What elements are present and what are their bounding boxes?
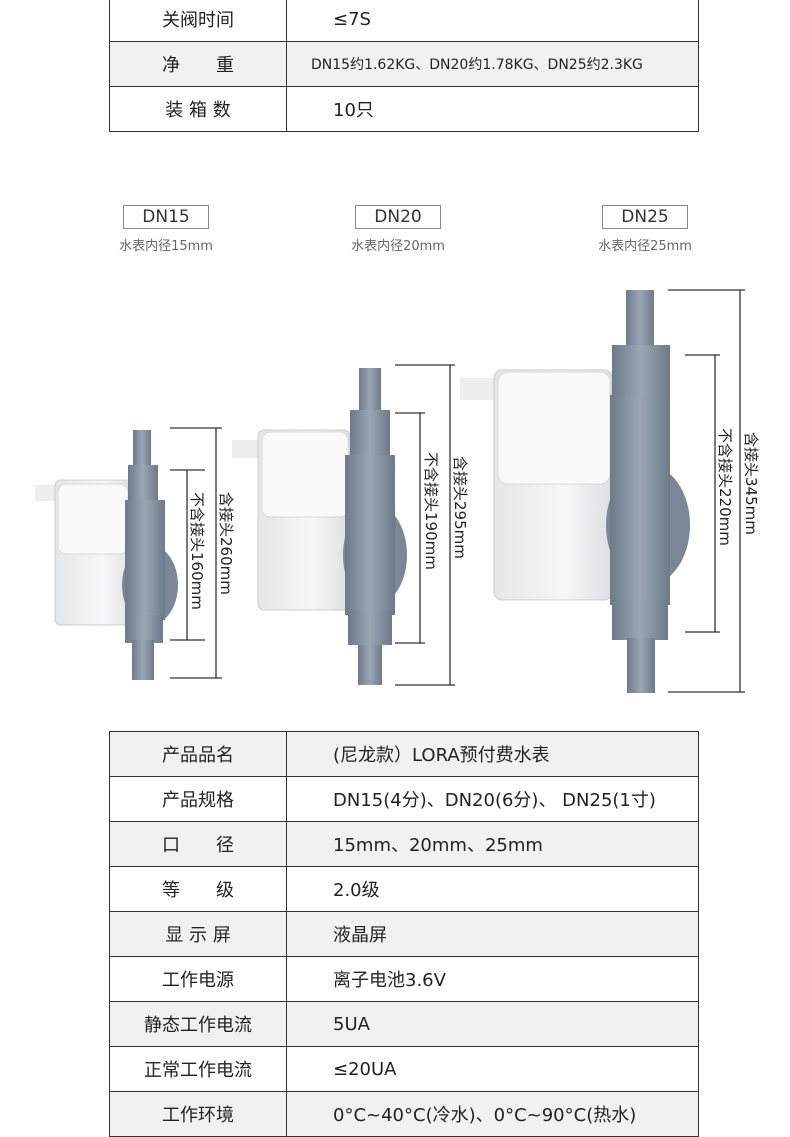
spec-value: 10只: [286, 86, 699, 132]
model-tag: DN20: [355, 205, 441, 229]
spec-row: 工作电源离子电池3.6V: [109, 956, 699, 1002]
water-meter-illustration: 含接头260mm 不含接头160mm 含接头295mm 不含接头190mm 含接…: [35, 289, 760, 693]
dimension-dn25: [668, 289, 745, 693]
spec-value: 离子电池3.6V: [286, 956, 699, 1002]
dimension-dn20: [395, 364, 455, 686]
dimension-label: 含接头260mm: [217, 492, 235, 595]
spec-key: 净 重: [109, 41, 287, 87]
model-sub: 水表内径15mm: [119, 239, 213, 254]
spec-row: 显 示 屏液晶屏: [109, 911, 699, 957]
model-label-dn25: DN25 水表内径25mm: [565, 205, 725, 254]
dimension-label: 不含接头160mm: [188, 492, 206, 610]
spec-key: 产品品名: [109, 731, 287, 777]
spec-key: 装 箱 数: [109, 86, 287, 132]
spec-value: 液晶屏: [286, 911, 699, 957]
spec-value: 2.0级: [286, 866, 699, 912]
model-sub: 水表内径20mm: [351, 239, 445, 254]
model-sub: 水表内径25mm: [598, 239, 692, 254]
dimension-label: 含接头345mm: [742, 432, 760, 535]
spec-key: 工作环境: [109, 1091, 287, 1137]
spec-row: 装 箱 数 10只: [109, 86, 699, 132]
spec-key: 等 级: [109, 866, 287, 912]
spec-key: 工作电源: [109, 956, 287, 1002]
dimension-label: 不含接头220mm: [716, 428, 734, 546]
spec-value: 15mm、20mm、25mm: [286, 821, 699, 867]
model-label-dn15: DN15 水表内径15mm: [86, 205, 246, 254]
dimension-label: 不含接头190mm: [422, 452, 440, 570]
dimension-dn15: [170, 427, 222, 679]
spec-row: 正常工作电流≤20UA: [109, 1046, 699, 1092]
spec-value: 0°C~40°C(冷水)、0°C~90°C(热水): [286, 1091, 699, 1137]
spec-key: 产品规格: [109, 776, 287, 822]
model-tag: DN25: [602, 205, 688, 229]
spec-row: 产品品名(尼龙款）LORA预付费水表: [109, 731, 699, 777]
spec-key: 口 径: [109, 821, 287, 867]
spec-value: 5UA: [286, 1001, 699, 1047]
top-spec-table: 关阀时间 ≤7S 净 重 DN15约1.62KG、DN20约1.78KG、DN2…: [109, 0, 699, 132]
model-label-dn20: DN20 水表内径20mm: [318, 205, 478, 254]
model-tag: DN15: [123, 205, 209, 229]
spec-value: ≤20UA: [286, 1046, 699, 1092]
dimension-label: 含接头295mm: [451, 456, 469, 559]
spec-row: 净 重 DN15约1.62KG、DN20约1.78KG、DN25约2.3KG: [109, 41, 699, 87]
spec-value: DN15约1.62KG、DN20约1.78KG、DN25约2.3KG: [286, 41, 699, 87]
meter-dn15: [35, 430, 178, 680]
spec-row: 关阀时间 ≤7S: [109, 0, 699, 42]
spec-key: 关阀时间: [109, 0, 287, 42]
spec-key: 静态工作电流: [109, 1001, 287, 1047]
spec-value: (尼龙款）LORA预付费水表: [286, 731, 699, 777]
spec-key: 显 示 屏: [109, 911, 287, 957]
meter-dn20: [232, 368, 407, 685]
spec-key: 正常工作电流: [109, 1046, 287, 1092]
spec-value: DN15(4分)、DN20(6分)、 DN25(1寸): [286, 776, 699, 822]
meter-dn25: [460, 290, 690, 693]
spec-value: ≤7S: [286, 0, 699, 42]
